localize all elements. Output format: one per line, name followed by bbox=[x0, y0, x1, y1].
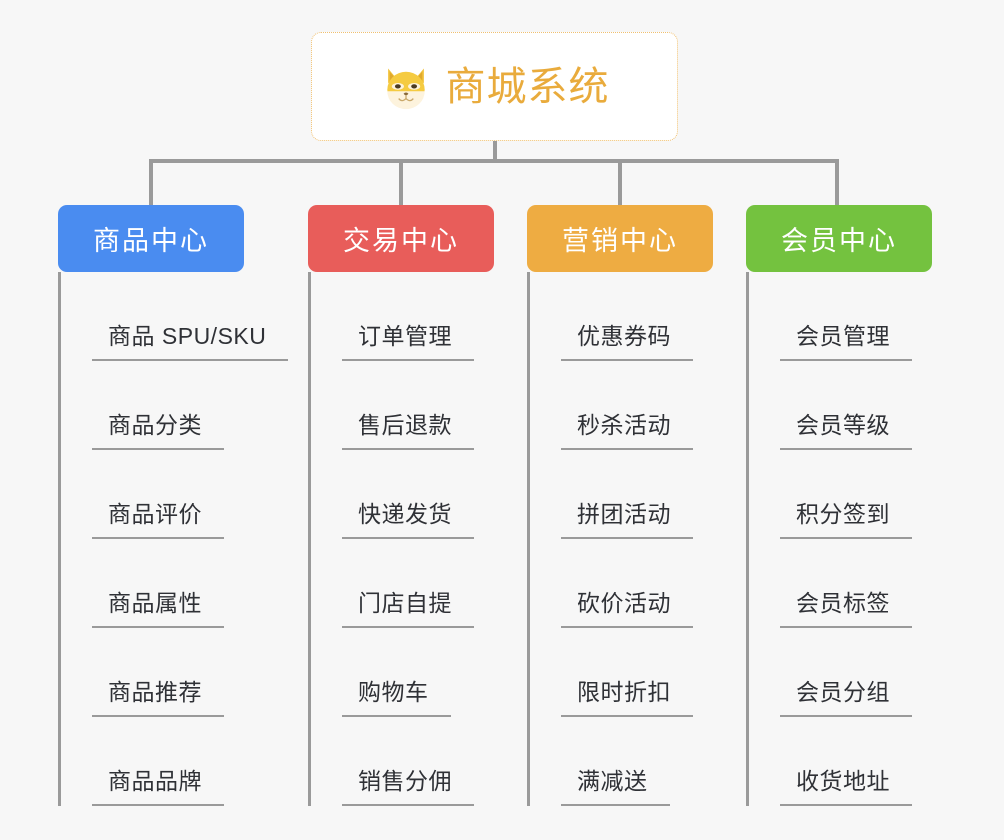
root-node-title: 商城系统 bbox=[445, 64, 610, 109]
shiba-dog-face-icon bbox=[386, 68, 425, 109]
leaf-list-marketing-center: 优惠券码 秒杀活动 拼团活动 砍价活动 限时折扣 满减送 bbox=[527, 272, 713, 806]
connector-drop-marketing-center bbox=[618, 159, 622, 205]
list-item[interactable]: 售后退款 bbox=[326, 361, 494, 450]
leaf-label: 购物车 bbox=[342, 673, 451, 717]
leaf-label: 快递发货 bbox=[342, 495, 474, 539]
category-header-product-center[interactable]: 商品中心 bbox=[58, 205, 244, 272]
connector-drop-trade-center bbox=[399, 159, 403, 205]
leaf-label: 商品分类 bbox=[92, 406, 224, 450]
leaf-label: 商品推荐 bbox=[92, 673, 224, 717]
leaf-list-member-center: 会员管理 会员等级 积分签到 会员标签 会员分组 收货地址 bbox=[746, 272, 932, 806]
list-item[interactable]: 优惠券码 bbox=[545, 272, 713, 361]
list-item[interactable]: 商品分类 bbox=[76, 361, 244, 450]
list-item[interactable]: 门店自提 bbox=[326, 539, 494, 628]
leaf-label: 会员管理 bbox=[780, 317, 912, 361]
list-item[interactable]: 砍价活动 bbox=[545, 539, 713, 628]
leaf-list-product-center: 商品 SPU/SKU 商品分类 商品评价 商品属性 商品推荐 商品品牌 bbox=[58, 272, 289, 806]
leaf-label: 收货地址 bbox=[780, 762, 912, 806]
list-item[interactable]: 商品品牌 bbox=[76, 717, 244, 806]
category-header-trade-center[interactable]: 交易中心 bbox=[308, 205, 494, 272]
category-column-member-center: 会员中心 会员管理 会员等级 积分签到 会员标签 会员分组 收货地址 bbox=[746, 205, 932, 806]
category-header-member-center[interactable]: 会员中心 bbox=[746, 205, 932, 272]
leaf-label: 限时折扣 bbox=[561, 673, 693, 717]
list-item[interactable]: 秒杀活动 bbox=[545, 361, 713, 450]
leaf-label: 订单管理 bbox=[342, 317, 474, 361]
list-item[interactable]: 收货地址 bbox=[764, 717, 932, 806]
leaf-label: 秒杀活动 bbox=[561, 406, 693, 450]
list-item[interactable]: 限时折扣 bbox=[545, 628, 713, 717]
leaf-label: 积分签到 bbox=[780, 495, 912, 539]
list-item[interactable]: 会员分组 bbox=[764, 628, 932, 717]
list-item[interactable]: 购物车 bbox=[326, 628, 494, 717]
root-node-mall-system[interactable]: 商城系统 bbox=[311, 32, 678, 141]
list-item[interactable]: 销售分佣 bbox=[326, 717, 494, 806]
list-item[interactable]: 拼团活动 bbox=[545, 450, 713, 539]
leaf-label: 会员分组 bbox=[780, 673, 912, 717]
leaf-label: 商品属性 bbox=[92, 584, 224, 628]
list-item[interactable]: 积分签到 bbox=[764, 450, 932, 539]
category-header-marketing-center[interactable]: 营销中心 bbox=[527, 205, 713, 272]
connector-root-stem bbox=[493, 141, 497, 163]
list-item[interactable]: 会员等级 bbox=[764, 361, 932, 450]
leaf-label: 商品 SPU/SKU bbox=[92, 317, 289, 361]
connector-drop-product-center bbox=[149, 159, 153, 205]
leaf-label: 门店自提 bbox=[342, 584, 474, 628]
category-column-marketing-center: 营销中心 优惠券码 秒杀活动 拼团活动 砍价活动 限时折扣 满减送 bbox=[527, 205, 713, 806]
leaf-label: 会员标签 bbox=[780, 584, 912, 628]
category-column-product-center: 商品中心 商品 SPU/SKU 商品分类 商品评价 商品属性 商品推荐 商品品牌 bbox=[58, 205, 289, 806]
list-item[interactable]: 商品 SPU/SKU bbox=[76, 272, 289, 361]
leaf-label: 拼团活动 bbox=[561, 495, 693, 539]
leaf-label: 售后退款 bbox=[342, 406, 474, 450]
list-item[interactable]: 满减送 bbox=[545, 717, 713, 806]
leaf-label: 会员等级 bbox=[780, 406, 912, 450]
category-column-trade-center: 交易中心 订单管理 售后退款 快递发货 门店自提 购物车 销售分佣 bbox=[308, 205, 494, 806]
leaf-list-trade-center: 订单管理 售后退款 快递发货 门店自提 购物车 销售分佣 bbox=[308, 272, 494, 806]
leaf-label: 商品品牌 bbox=[92, 762, 224, 806]
leaf-label: 砍价活动 bbox=[561, 584, 693, 628]
list-item[interactable]: 商品推荐 bbox=[76, 628, 244, 717]
list-item[interactable]: 会员标签 bbox=[764, 539, 932, 628]
list-item[interactable]: 会员管理 bbox=[764, 272, 932, 361]
list-item[interactable]: 快递发货 bbox=[326, 450, 494, 539]
leaf-label: 满减送 bbox=[561, 762, 670, 806]
leaf-label: 优惠券码 bbox=[561, 317, 693, 361]
connector-horizontal-bus bbox=[149, 159, 839, 163]
connector-drop-member-center bbox=[835, 159, 839, 205]
list-item[interactable]: 订单管理 bbox=[326, 272, 494, 361]
list-item[interactable]: 商品评价 bbox=[76, 450, 244, 539]
leaf-label: 销售分佣 bbox=[342, 762, 474, 806]
list-item[interactable]: 商品属性 bbox=[76, 539, 244, 628]
leaf-label: 商品评价 bbox=[92, 495, 224, 539]
